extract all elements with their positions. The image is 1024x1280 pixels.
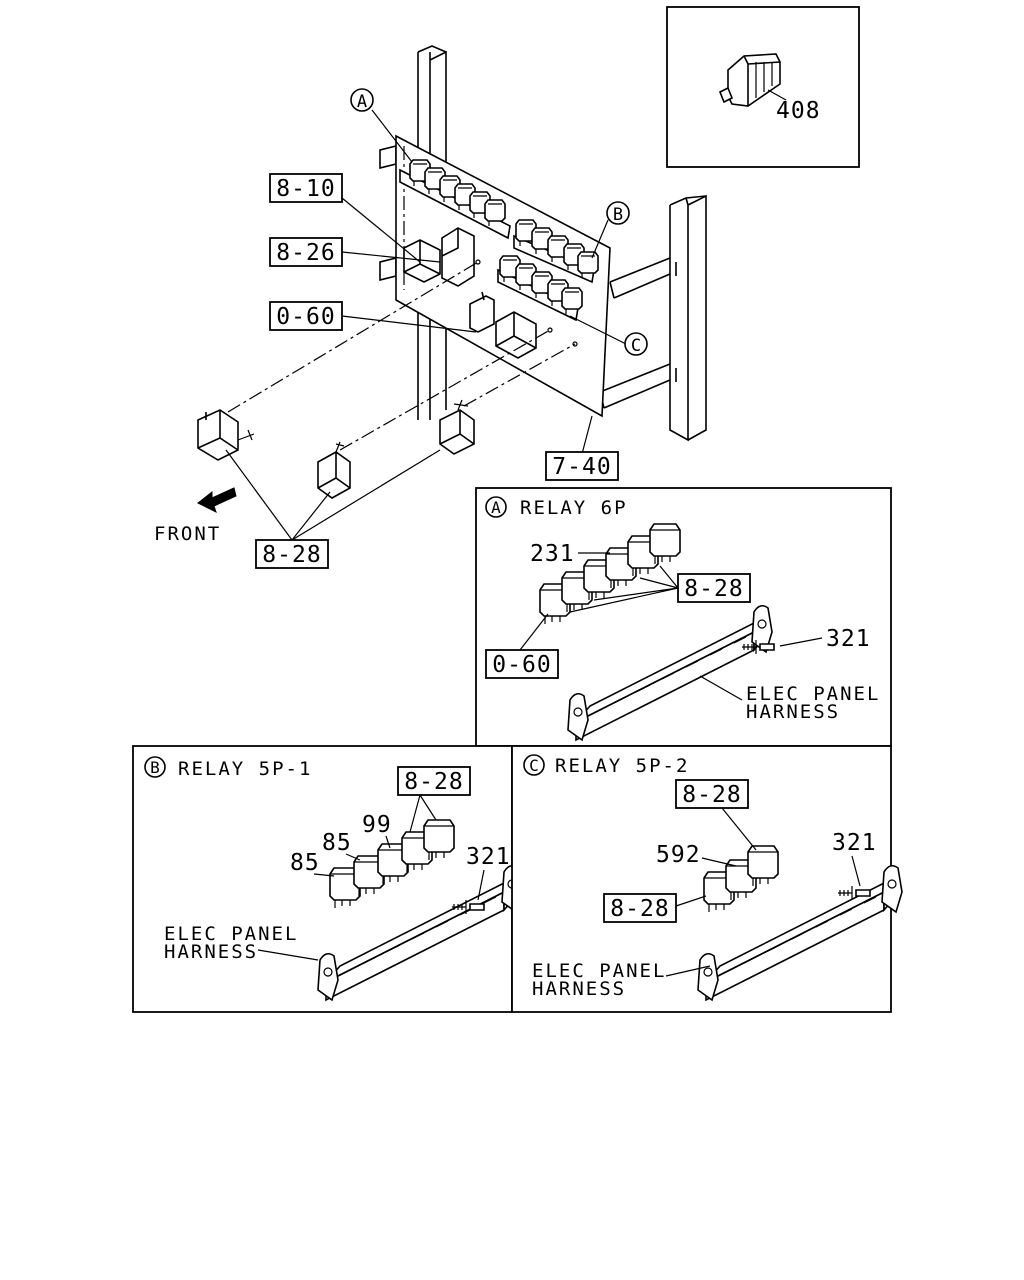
leader-c-592 — [701, 857, 737, 867]
leader-c-harness — [665, 965, 711, 977]
assembly-line-1 — [227, 261, 479, 413]
main-assembly-view: A B C 8-10 8-26 0-60 7-40 8-28 FRONT — [154, 45, 707, 569]
leader-c-321 — [851, 855, 861, 887]
panel-b-marker: B — [150, 758, 160, 777]
panel-c-title: RELAY 5P-2 — [555, 755, 689, 777]
assembly-line-2 — [339, 329, 551, 451]
callout-c-592: 592 — [656, 842, 701, 868]
panel-b-harness-line2: HARNESS — [164, 941, 258, 963]
leader-8-28-main — [225, 449, 441, 541]
callout-8-26: 8-26 — [276, 240, 335, 266]
leader-8-10 — [341, 197, 421, 263]
module-8-26 — [441, 227, 475, 287]
marker-b-label: B — [613, 205, 623, 225]
leader-a-harness — [699, 675, 743, 701]
callout-c-8-28-left: 8-28 — [610, 896, 669, 922]
panel-c-relay-5p-2: C RELAY 5P-2 8-28 592 8-28 321 ELEC PANE… — [511, 745, 903, 1013]
panel-a-harness-line2: HARNESS — [746, 701, 840, 723]
leader-a-321 — [779, 637, 823, 647]
callout-8-28-main: 8-28 — [262, 542, 321, 568]
leader-b — [591, 219, 609, 259]
leader-b-85-lower — [313, 873, 335, 877]
callout-c-321: 321 — [832, 830, 877, 856]
panel-a-marker: A — [491, 498, 501, 517]
panel-c-marker: C — [529, 756, 539, 775]
leader-b-harness — [257, 949, 319, 961]
leader-8-26 — [341, 251, 441, 263]
leader-a — [371, 109, 413, 163]
callout-231: 231 — [530, 541, 575, 567]
panel-c-harness-line2: HARNESS — [532, 978, 626, 1000]
relay-row-c — [497, 255, 583, 322]
panel-b-harness-line1: ELEC PANEL — [164, 923, 298, 945]
front-label: FRONT — [154, 523, 221, 545]
cross-member-lower — [599, 363, 677, 409]
leader-b-8-28 — [409, 794, 437, 833]
leader-a-8-28 — [569, 565, 679, 613]
callout-b-85-upper: 85 — [322, 830, 352, 856]
leader-b-85-upper — [345, 853, 361, 861]
callout-a-0-60: 0-60 — [492, 652, 551, 678]
cross-member-left — [379, 144, 397, 282]
marker-a-circle — [350, 88, 374, 112]
callout-408: 408 — [776, 98, 821, 124]
marker-b-circle — [606, 201, 630, 225]
callout-c-8-28-top: 8-28 — [682, 782, 741, 808]
panel-a-title: RELAY 6P — [520, 497, 628, 519]
callout-b-85-lower: 85 — [290, 850, 320, 876]
relay-row-a — [399, 159, 511, 240]
callout-0-60: 0-60 — [276, 304, 335, 330]
panel-b-title: RELAY 5P-1 — [178, 758, 312, 780]
flasher-0-60 — [469, 291, 495, 333]
marker-c-circle — [624, 332, 648, 356]
callout-b-99: 99 — [362, 812, 392, 838]
module-8-10 — [403, 239, 441, 283]
marker-c-label: C — [631, 336, 641, 356]
callout-a-8-28: 8-28 — [684, 576, 743, 602]
relay-exploded-right — [439, 409, 475, 455]
leader-7-40 — [581, 415, 593, 455]
leader-c-8-28-top — [721, 807, 757, 851]
assembly-line-3 — [463, 343, 576, 407]
leader-408 — [767, 89, 787, 101]
callout-8-10: 8-10 — [276, 176, 335, 202]
callout-b-8-28: 8-28 — [404, 769, 463, 795]
marker-a-label: A — [357, 92, 367, 112]
leader-c-8-28-left — [675, 895, 707, 907]
callout-7-40: 7-40 — [552, 454, 611, 480]
callout-a-321: 321 — [826, 626, 871, 652]
cross-member-upper — [609, 257, 677, 299]
relay-exploded-left — [197, 409, 239, 461]
leader-b-321 — [477, 869, 485, 901]
front-arrow — [197, 487, 237, 513]
relay-exploded-mid — [317, 451, 351, 499]
leader-b-99 — [385, 835, 391, 849]
leader-a-0-60 — [519, 613, 549, 651]
panel-a-relay-6p: A RELAY 6P 231 8-28 0-60 321 ELEC PANEL … — [475, 487, 892, 747]
panel-b-relay-5p-1: B RELAY 5P-1 8-28 99 85 85 321 ELEC PANE… — [132, 745, 523, 1013]
module-lower — [495, 311, 537, 359]
leader-0-60 — [341, 315, 477, 333]
panel-a-harness-line1: ELEC PANEL — [746, 683, 880, 705]
frame-right-pillar — [669, 194, 707, 442]
panel-c-harness-line1: ELEC PANEL — [532, 960, 666, 982]
callout-b-321: 321 — [466, 844, 511, 870]
relay-row-b — [513, 219, 599, 284]
inset-408: 408 — [666, 6, 860, 168]
leader-c — [569, 315, 627, 345]
